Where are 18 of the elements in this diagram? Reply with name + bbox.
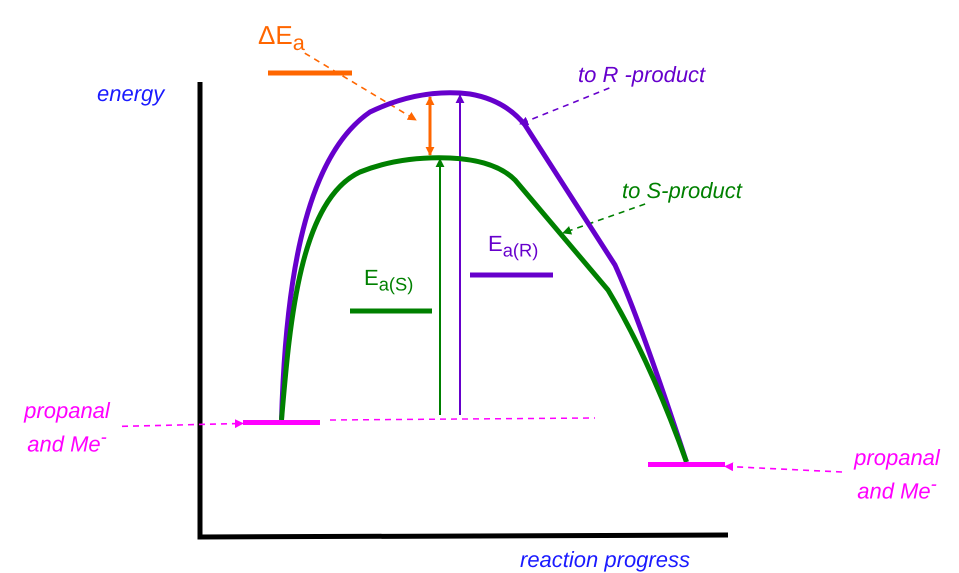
leader-arrow: [519, 87, 610, 126]
annotation-label: ΔE$_{a}$: [258, 22, 305, 56]
level-bar: [243, 420, 320, 425]
axis-label: reaction progress: [520, 548, 690, 572]
annotation-label: propanal and Me$^{-}$: [842, 445, 952, 504]
leader-arrow: [562, 203, 646, 235]
leader-arrow: [122, 419, 244, 428]
energy-curve: [279, 155, 689, 463]
annotation-label: propanal and Me$^{-}$: [12, 398, 122, 458]
leader-arrow: [304, 52, 417, 121]
energy-curve: [279, 90, 689, 463]
annotation-label: to R -product: [578, 62, 706, 88]
annotation-label: to S-product: [622, 178, 742, 204]
dimension-label: E$_{a(S)}$: [364, 266, 414, 296]
level-bar: [648, 462, 725, 467]
dimension-label: E$_{a(R)}$: [488, 232, 538, 262]
leader-arrow: [724, 462, 842, 473]
axis-label: energy: [97, 82, 164, 106]
